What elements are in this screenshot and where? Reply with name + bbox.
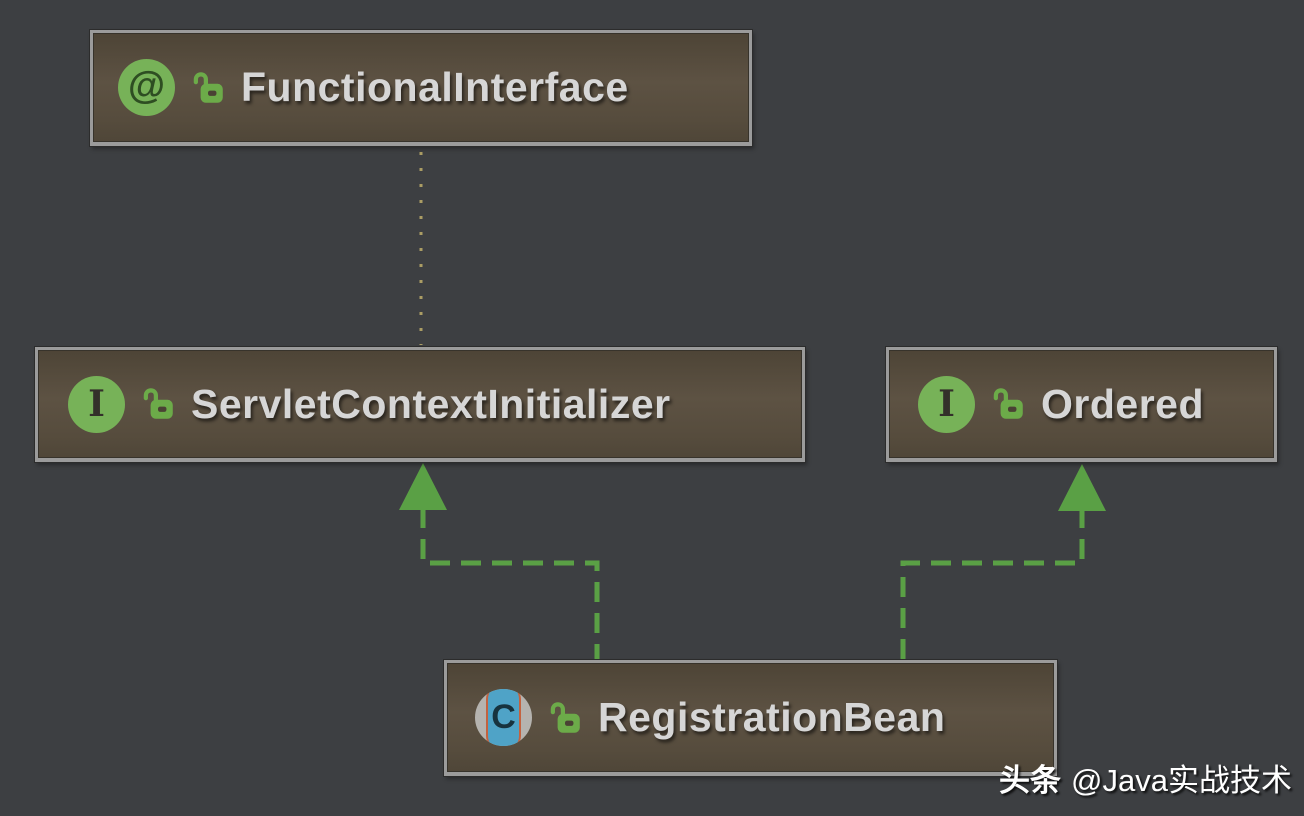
interface-icon: I — [918, 375, 975, 433]
node-label: RegistrationBean — [598, 694, 946, 740]
arrowhead-ordered — [1058, 464, 1106, 511]
icon-glyph: I — [938, 383, 955, 425]
node-functional-interface[interactable]: @ FunctionalInterface — [89, 29, 753, 147]
node-label: FunctionalInterface — [241, 64, 629, 110]
watermark: 头条 @Java实战技术 — [999, 755, 1292, 800]
unlocked-padlock-icon — [993, 388, 1023, 419]
edge-implements-servletcontextinitializer — [420, 508, 600, 660]
class-icon-chip: C — [486, 689, 521, 746]
node-label: Ordered — [1041, 380, 1204, 427]
icon-glyph: @ — [127, 64, 166, 107]
node-label: ServletContextInitializer — [191, 380, 671, 427]
interface-icon: I — [68, 375, 125, 433]
icon-glyph: I — [88, 383, 105, 425]
watermark-brand: 头条 — [999, 763, 1062, 798]
unlocked-padlock-icon — [143, 388, 173, 419]
node-ordered[interactable]: I Ordered — [885, 346, 1278, 463]
watermark-handle: @Java实战技术 — [1071, 763, 1292, 798]
arrowhead-servletcontextinitializer — [399, 463, 447, 510]
unlocked-padlock-icon — [193, 71, 223, 103]
icon-glyph: C — [491, 698, 516, 736]
unlocked-padlock-icon — [550, 701, 580, 733]
node-servlet-context-initializer[interactable]: I ServletContextInitializer — [34, 346, 806, 463]
class-icon: C — [475, 689, 532, 746]
edge-implements-ordered — [900, 508, 1085, 660]
node-registration-bean[interactable]: C RegistrationBean — [443, 659, 1058, 777]
annotation-icon: @ — [118, 59, 175, 116]
